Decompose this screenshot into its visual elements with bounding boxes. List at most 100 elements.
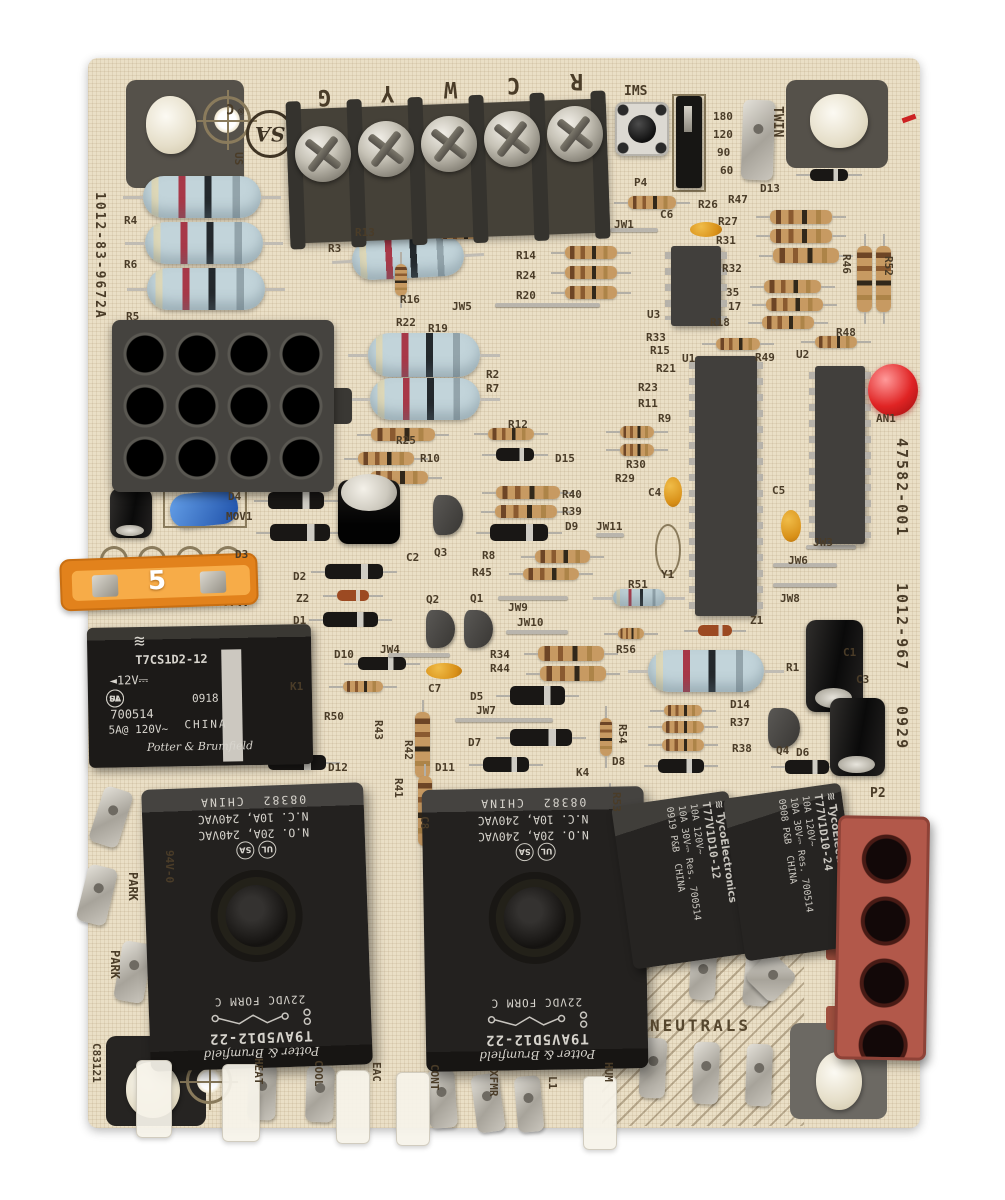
relay-actuator-gap — [255, 862, 260, 994]
fuse-arc — [100, 546, 128, 562]
silkscreen-label: R9 — [658, 412, 672, 425]
fuse-element — [91, 574, 119, 598]
silkscreen-label: C8 — [418, 816, 431, 830]
terminal-sleeve — [136, 1060, 172, 1138]
relay-coil-rating: 22VDC FORM C — [490, 995, 583, 1010]
silkscreen-label: MOV1 — [226, 510, 253, 523]
silkscreen-label: R18 — [710, 316, 730, 329]
diode — [309, 612, 392, 627]
resistor — [759, 248, 853, 263]
resistor — [748, 316, 828, 329]
relay-k1-datecode: 0918 — [191, 691, 219, 706]
silkscreen-label: C5 — [772, 484, 786, 497]
silkscreen-label: R26 — [698, 198, 718, 211]
silkscreen-label: JW5 — [452, 300, 472, 313]
diode — [644, 759, 718, 773]
agency-marks: ULSA — [232, 840, 277, 863]
transistor — [464, 610, 493, 648]
silkscreen-label: G — [318, 84, 332, 109]
silkscreen-label: JW1 — [614, 218, 634, 231]
diode — [344, 657, 420, 670]
silkscreen-label: R54 — [616, 724, 629, 744]
relay-brand: Potter & Brumfield — [479, 1046, 596, 1063]
silkscreen-label: R25 — [396, 434, 416, 447]
spade-terminal — [691, 1041, 721, 1105]
resistor — [614, 196, 690, 209]
resistor — [857, 234, 872, 324]
silkscreen-label: R50 — [324, 710, 344, 723]
power-resistor — [123, 176, 281, 218]
silkscreen-label: P4 — [634, 176, 648, 189]
silkscreen-label: HUM — [602, 1062, 615, 1082]
relay-k1-brand: Potter & Brumfield — [146, 739, 254, 754]
resistor — [756, 229, 846, 243]
terminal-sleeve — [336, 1070, 370, 1144]
jumper-wire — [773, 583, 837, 587]
silkscreen-label: D10 — [334, 648, 354, 661]
relay-k1-coil: ◄12V⎓ — [109, 672, 149, 688]
silkscreen-label: D3 — [235, 548, 249, 561]
silkscreen-label: D6 — [796, 746, 810, 759]
ul-mark-icon: UL — [257, 840, 277, 859]
diode — [771, 760, 843, 774]
silkscreen-label: D7 — [468, 736, 482, 749]
jumper-wire — [806, 545, 856, 549]
silkscreen-label: R8 — [482, 549, 496, 562]
silkscreen-label: D11 — [435, 761, 455, 774]
resistor — [521, 550, 604, 563]
resistor — [551, 266, 631, 279]
standoff — [810, 94, 868, 148]
silkscreen-oval — [655, 524, 681, 576]
relay-nc-rating: N.C. 10A, 240VAC — [197, 809, 309, 827]
agency-marks: ULSA — [512, 842, 556, 865]
terminal-divider — [407, 96, 428, 246]
resistor — [752, 298, 837, 311]
silkscreen-label: R40 — [562, 488, 582, 501]
resistor — [876, 234, 891, 324]
ic-u3 — [665, 246, 727, 326]
ceramic-capacitor — [690, 222, 722, 237]
silkscreen-label: U3 — [647, 308, 661, 321]
resistor — [650, 705, 716, 716]
silkscreen-label: 94V-0 — [163, 850, 176, 884]
silkscreen-label: Z2 — [296, 592, 310, 605]
terminal-divider — [468, 94, 489, 244]
csa-mark-icon: SA — [236, 841, 255, 860]
transistor — [433, 495, 463, 535]
power-resistor — [593, 589, 685, 606]
diode — [256, 524, 344, 541]
silkscreen-label: JW8 — [780, 592, 800, 605]
silkscreen-label: JW9 — [508, 601, 528, 614]
silkscreen-label: R46 — [840, 254, 853, 274]
silkscreen-label: R21 — [656, 362, 676, 375]
silkscreen-label: D1 — [293, 614, 307, 627]
csa-mark-icon: SA — [105, 689, 125, 708]
relay-nc-rating: N.C. 10A, 240VAC — [477, 812, 589, 828]
power-resistor — [350, 378, 500, 420]
silkscreen-label: R19 — [428, 322, 448, 335]
relay-coil-rating: 22VDC FORM C — [213, 992, 306, 1009]
resistor — [344, 452, 428, 465]
silkscreen-label: TWIN — [770, 106, 785, 138]
relay-k2-text: Potter & Brumfield T9AV5D12-22 22VDC FOR… — [153, 791, 360, 1064]
silkscreen-label: R2 — [486, 368, 500, 381]
silkscreen-label: COOL — [312, 1060, 325, 1087]
fuse-element — [199, 570, 227, 594]
silkscreen-label: 1012-83-9672A — [92, 192, 107, 320]
ceramic-capacitor — [426, 663, 462, 679]
silkscreen-label: 180 — [713, 110, 733, 123]
silkscreen-label: 0929 — [893, 706, 911, 751]
relay-k2: Potter & Brumfield T9AV5D12-22 22VDC FOR… — [141, 782, 373, 1072]
silkscreen-label: CONT — [428, 1064, 441, 1091]
silkscreen-label: W — [444, 76, 458, 101]
terminal-screw-r — [547, 106, 603, 162]
ceramic-capacitor — [781, 510, 801, 542]
jumper-wire — [495, 303, 600, 307]
silkscreen-label: Z1 — [750, 614, 764, 627]
silkscreen-label: Y — [381, 80, 395, 105]
silkscreen-label: P2 — [870, 786, 886, 801]
silkscreen-label: IMS — [624, 84, 648, 99]
silkscreen-label: R42 — [402, 740, 415, 760]
ic-u2 — [809, 366, 871, 544]
resistor — [604, 628, 658, 639]
